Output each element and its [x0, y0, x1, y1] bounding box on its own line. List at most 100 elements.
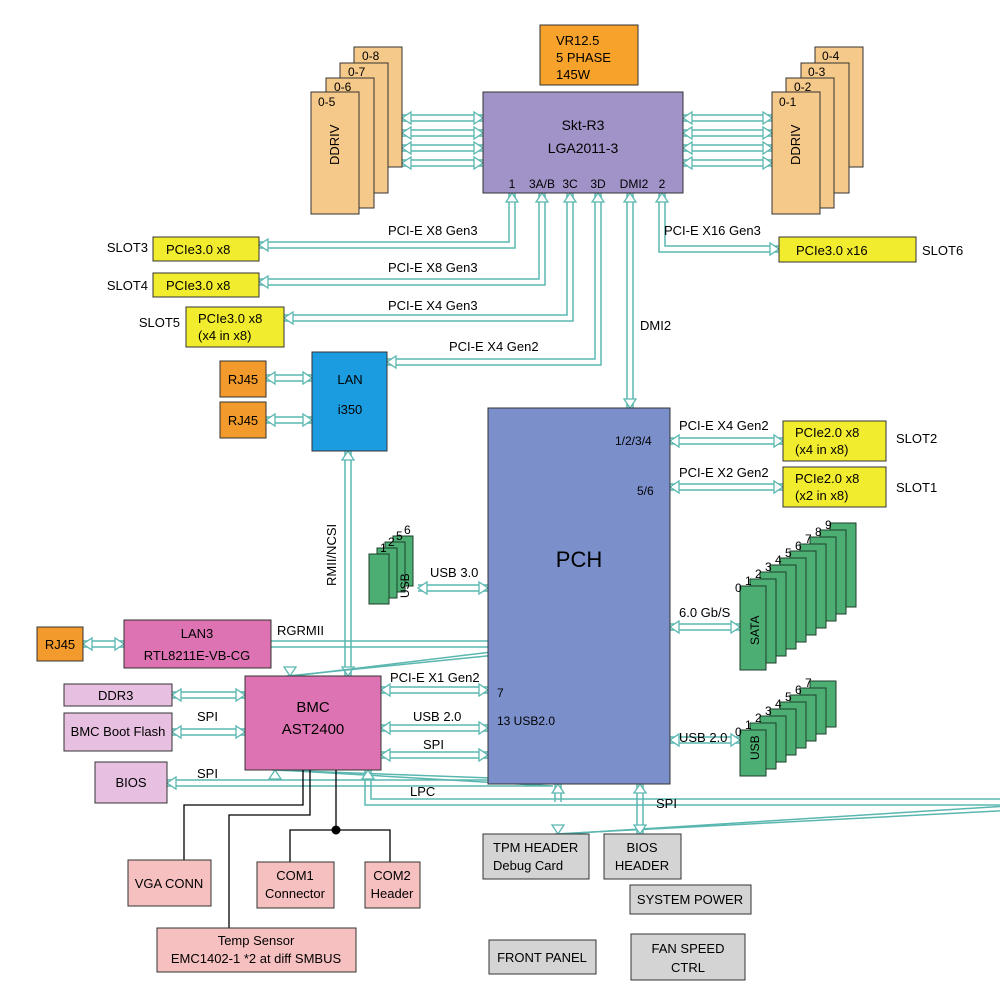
svg-text:DDR3: DDR3 — [98, 688, 133, 703]
stack-number: 4 — [775, 553, 782, 567]
svg-text:BIOS: BIOS — [115, 775, 146, 790]
dimm-type: DDRIV — [788, 124, 803, 165]
link-label: PCI-E X1 Gen2 — [390, 670, 480, 685]
stack-number: 4 — [775, 697, 782, 711]
front-panel-header: FRONT PANEL — [488, 939, 597, 975]
link-label: PCI-E X4 Gen3 — [388, 298, 478, 313]
svg-text:Header: Header — [371, 886, 414, 901]
bus-link — [282, 191, 578, 326]
link-label: RMII/NCSI — [324, 524, 339, 586]
link-label: DMI2 — [640, 318, 671, 333]
temp-sensor: Temp Sensor EMC1402-1 *2 at diff SMBUS — [156, 927, 357, 973]
cpu-port: 2 — [659, 177, 666, 191]
stack-number: 2 — [755, 711, 762, 725]
fan-speed-ctrl-header: FAN SPEED CTRL — [630, 933, 746, 981]
slot-name: SLOT3 — [107, 240, 148, 255]
rj45-port: RJ45 — [219, 401, 267, 439]
bus-link — [257, 191, 520, 253]
link-labels: PCI-E X8 Gen3 PCI-E X8 Gen3 PCI-E X4 Gen… — [197, 223, 769, 811]
slot5: SLOT5 PCIe3.0 x8 (x4 in x8) — [139, 306, 285, 348]
bus-link — [632, 782, 648, 836]
slot-name: SLOT1 — [896, 480, 937, 495]
vga-connector: VGA CONN — [127, 859, 212, 907]
cpu-port: 3D — [590, 177, 606, 191]
link-label: USB 3.0 — [430, 565, 478, 580]
bus-link — [550, 782, 566, 802]
slot-label: (x2 in x8) — [795, 488, 848, 503]
slot6: PCIe3.0 x16 SLOT6 — [778, 236, 963, 263]
svg-text:SYSTEM POWER: SYSTEM POWER — [637, 892, 743, 907]
svg-text:HEADER: HEADER — [615, 858, 669, 873]
svg-text:BIOS: BIOS — [626, 840, 657, 855]
lan3-line1: LAN3 — [181, 626, 214, 641]
bus-link — [668, 619, 742, 635]
dimm-label: 0-7 — [348, 65, 366, 79]
link-label: SPI — [197, 766, 218, 781]
bus-link — [379, 682, 490, 698]
dimm-stack-left: 0-8 0-7 0-6 0-5 DDRIV — [310, 46, 403, 215]
slot4: SLOT4 PCIe3.0 x8 — [107, 272, 260, 298]
svg-text:VGA CONN: VGA CONN — [135, 876, 204, 891]
stack-number: 1 — [745, 718, 752, 732]
cpu-line1: Skt-R3 — [562, 117, 605, 133]
stack-label: USB — [398, 573, 412, 598]
bus-link — [81, 636, 126, 652]
stack-label: USB — [748, 735, 762, 760]
bmc-line1: BMC — [296, 699, 330, 716]
dimm-label: 0-2 — [794, 80, 812, 94]
stack-number: 9 — [825, 518, 832, 532]
dimm-type: DDRIV — [327, 124, 342, 165]
slot-label: (x4 in x8) — [795, 442, 848, 457]
dimm-label: 0-8 — [362, 49, 380, 63]
svg-text:Temp Sensor: Temp Sensor — [218, 933, 295, 948]
link-label: SPI — [197, 709, 218, 724]
pch-port: 13 USB2.0 — [497, 714, 555, 728]
stack-number: 0 — [735, 581, 742, 595]
svg-text:BMC Boot Flash: BMC Boot Flash — [71, 724, 166, 739]
stack-number: 8 — [815, 525, 822, 539]
lan-controller: LAN i350 — [311, 351, 388, 452]
bus-link — [681, 155, 774, 171]
link-label: RGRMII — [277, 623, 324, 638]
system-power-header: SYSTEM POWER — [629, 884, 752, 915]
bus-link — [416, 580, 490, 596]
link-label: PCI-E X2 Gen2 — [679, 465, 769, 480]
svg-text:COM1: COM1 — [276, 868, 314, 883]
svg-text:Connector: Connector — [265, 886, 326, 901]
lan-line2: i350 — [338, 402, 363, 417]
svg-text:RJ45: RJ45 — [228, 413, 258, 428]
stack-number: 5 — [785, 690, 792, 704]
bus-link — [681, 125, 774, 141]
svg-text:EMC1402-1 *2 at diff SMBUS: EMC1402-1 *2 at diff SMBUS — [171, 951, 342, 966]
cpu-port: 1 — [509, 177, 516, 191]
link-label: USB 2.0 — [679, 730, 727, 745]
bus-link — [681, 140, 774, 156]
cpu-port: 3C — [562, 177, 578, 191]
cpu-port: DMI2 — [620, 177, 649, 191]
bus-link — [385, 191, 606, 370]
bmc-boot-flash: BMC Boot Flash — [63, 712, 173, 752]
slot3: SLOT3 PCIe3.0 x8 — [107, 236, 260, 262]
svg-text:COM2: COM2 — [373, 868, 411, 883]
bmc: BMC AST2400 — [244, 675, 382, 771]
stack-number: 3 — [765, 560, 772, 574]
rj45-port: RJ45 — [36, 626, 84, 662]
pch-port: 1/2/3/4 — [615, 434, 652, 448]
stack-number: 3 — [765, 704, 772, 718]
bios-header: BIOS HEADER — [603, 833, 682, 880]
ddr3-block: DDR3 — [63, 683, 173, 707]
stack-number: 1 — [745, 574, 752, 588]
cpu-port: 3A/B — [529, 177, 555, 191]
svg-text:FAN SPEED: FAN SPEED — [652, 941, 725, 956]
slot-label: PCIe3.0 x8 — [166, 242, 230, 257]
stack-number: 2 — [388, 535, 395, 549]
svg-text:FRONT PANEL: FRONT PANEL — [497, 950, 587, 965]
bus-link — [668, 479, 785, 495]
dimm-label: 0-4 — [822, 49, 840, 63]
junction-dot — [331, 825, 341, 835]
slot-label: PCIe2.0 x8 — [795, 471, 859, 486]
